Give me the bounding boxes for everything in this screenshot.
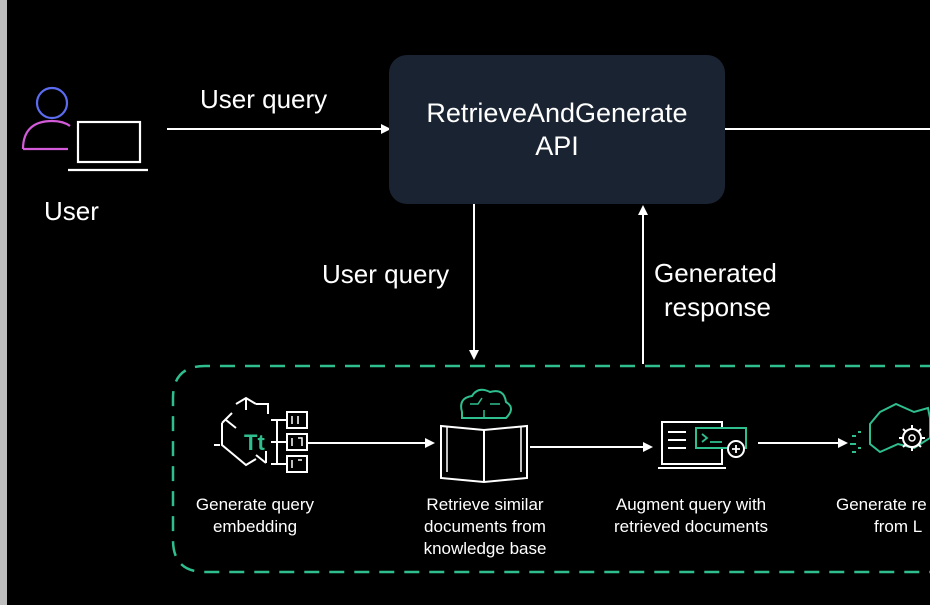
workflow-dashed-boundary (171, 364, 930, 574)
api-box-title: RetrieveAndGenerate (426, 97, 688, 128)
user-query-label-top: User query (200, 84, 328, 114)
generated-response-label-line2: response (664, 292, 771, 322)
step-label-line: from L (874, 517, 923, 536)
knowledge-base-book-icon (440, 388, 528, 484)
step-generate-response: Generate re from L (836, 494, 930, 538)
user-icon (21, 86, 71, 151)
step-label-line: Retrieve similar (426, 495, 544, 514)
step-label-line: knowledge base (423, 539, 547, 558)
retrieve-and-generate-api-box: RetrieveAndGenerate API (389, 55, 725, 204)
step-label-line: Generate query (195, 495, 315, 514)
step-generate-query-embedding: Generate query embedding (180, 494, 330, 538)
laptop-icon (68, 120, 148, 172)
left-edge-bar (0, 0, 7, 605)
embedding-icon: Tt (214, 396, 308, 473)
svg-text:Tt: Tt (244, 430, 265, 455)
step-label-line: retrieved documents (613, 517, 769, 536)
augment-query-icon (658, 421, 747, 469)
api-box-subtitle: API (535, 130, 579, 161)
generated-response-label-line1: Generated (654, 258, 777, 288)
llm-gear-icon (850, 402, 930, 454)
step-label-line: embedding (212, 517, 298, 536)
step-augment-query: Augment query with retrieved documents (596, 494, 786, 538)
user-label: User (44, 196, 99, 226)
step-retrieve-similar-documents: Retrieve similar documents from knowledg… (400, 494, 570, 560)
user-query-label-down: User query (322, 259, 450, 289)
step-label-line: Generate re (836, 495, 927, 514)
step-label-line: documents from (424, 517, 546, 536)
step-label-line: Augment query with (615, 495, 767, 514)
